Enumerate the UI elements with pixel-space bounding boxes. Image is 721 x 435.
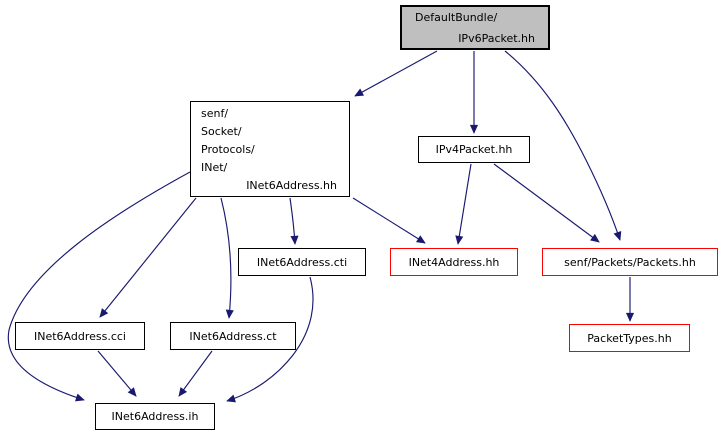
node-inet6address-ih[interactable]: INet6Address.ih [95,403,215,430]
node-label: DefaultBundle/ [415,11,498,24]
node-label: INet/ [201,161,228,174]
node-inet4address-hh[interactable]: INet4Address.hh [390,248,518,276]
node-inet6address-ct[interactable]: INet6Address.ct [170,322,296,350]
edge-inet6address-hh-to-cti [289,197,299,245]
edge-ipv6packet-to-inet6address-hh [354,50,438,97]
edge-ct-to-ih [178,350,213,397]
edge-ipv4packet-to-inet4address [455,163,472,245]
edge-inet6address-hh-to-ct [220,197,234,319]
node-inet6address-hh[interactable]: senf/ Socket/ Protocols/ INet/ INet6Addr… [190,101,350,197]
edge-cci-to-ih [97,350,137,397]
node-defaultbundle-ipv6packet: DefaultBundle/ IPv6Packet.hh [400,5,550,50]
node-label: senf/ [201,107,229,120]
edge-inet6address-hh-to-inet4address [352,197,426,244]
node-label: IPv6Packet.hh [458,32,535,45]
node-ipv4packet-hh[interactable]: IPv4Packet.hh [418,136,530,163]
edge-inet6address-hh-to-cci [99,197,197,318]
node-inet6address-cti[interactable]: INet6Address.cti [238,248,366,276]
edge-ipv6packet-to-packets [504,50,622,241]
edge-ipv4packet-to-packets [493,163,600,243]
node-label: Socket/ [201,125,242,138]
node-packettypes-hh[interactable]: PacketTypes.hh [569,324,690,352]
edge-cti-to-ih [226,276,314,403]
edge-inet6address-hh-to-ih [7,171,191,402]
node-packets-hh[interactable]: senf/Packets/Packets.hh [542,248,718,276]
node-label: Protocols/ [201,143,255,156]
node-label: INet6Address.hh [246,179,337,192]
node-inet6address-cci[interactable]: INet6Address.cci [15,322,145,350]
